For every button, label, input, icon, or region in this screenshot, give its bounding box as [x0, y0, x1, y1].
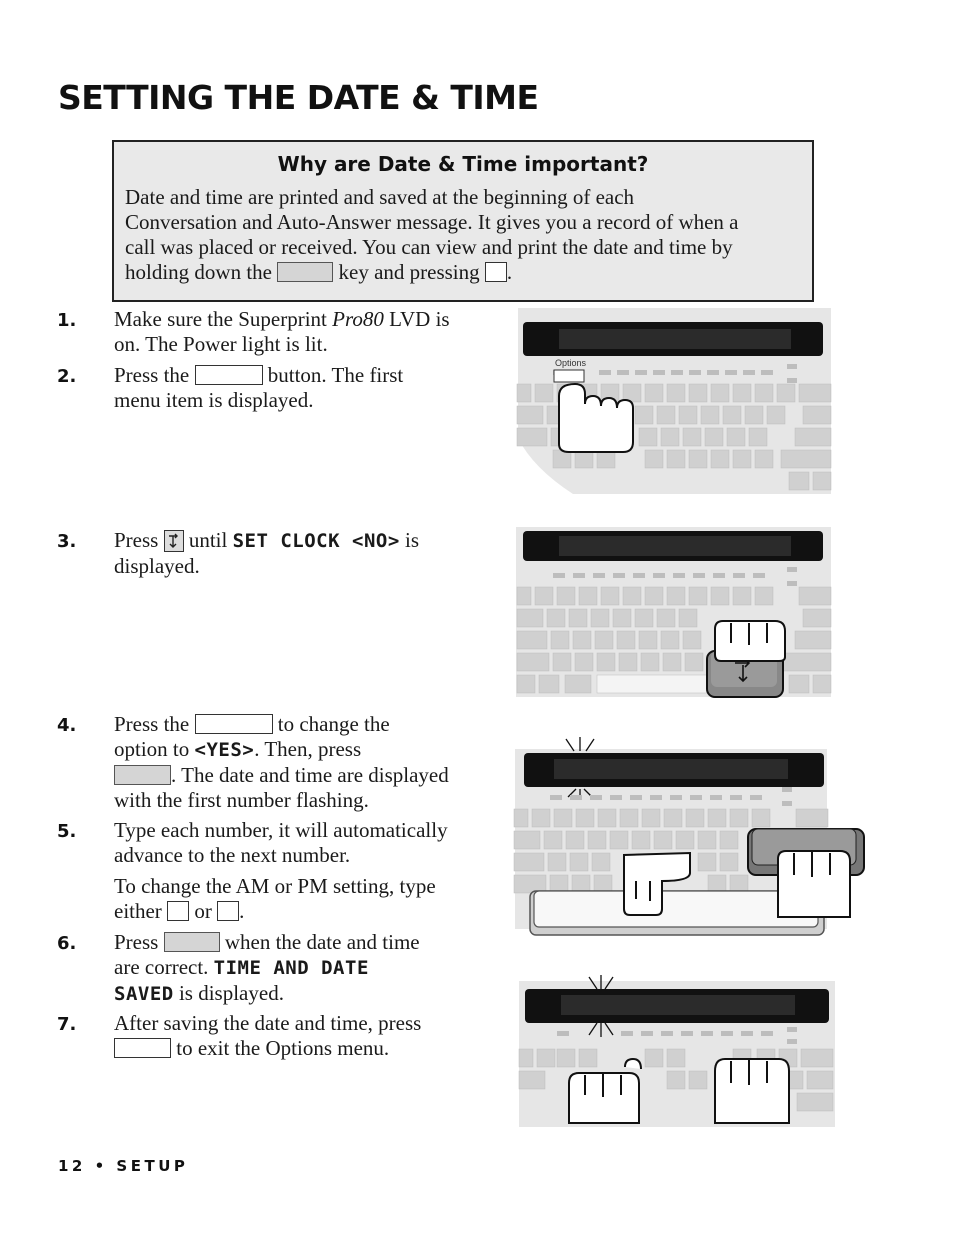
step-number: 6.: [57, 933, 77, 954]
step-line: Press when the date and time: [114, 930, 482, 955]
step-number: 7.: [57, 1014, 77, 1035]
key-placeholder: [217, 901, 240, 921]
step-line: advance to the next number.: [114, 843, 351, 867]
keyboard-figure-scroll: [513, 527, 835, 702]
step-6-text: Press when the date and time are correct…: [114, 930, 482, 1007]
step-line: Press the to change the: [114, 712, 482, 737]
step-line: to exit the Options menu.: [114, 1036, 482, 1061]
step-line: Type each number, it will automatically: [114, 818, 448, 842]
step-line: menu item is displayed.: [114, 388, 314, 412]
step-line: with the first number flashing.: [114, 788, 369, 812]
step-line: on. The Power light is lit.: [114, 332, 328, 356]
step-line: either or .: [114, 899, 482, 924]
callout-body: Date and time are printed and saved at t…: [125, 185, 805, 285]
step-text-fragment: LVD is: [383, 307, 450, 331]
step-line: . The date and time are displayed: [114, 763, 482, 788]
step-number: 1.: [57, 310, 77, 331]
step-text-fragment: is displayed.: [178, 981, 284, 1005]
key-placeholder: [114, 1038, 171, 1058]
lcd-message: SET CLOCK <NO>: [232, 530, 400, 552]
step-text-fragment: to change the: [277, 712, 390, 736]
lcd-message: SAVED: [114, 983, 174, 1005]
key-placeholder: [277, 262, 334, 282]
callout-text: key and pressing: [338, 260, 480, 284]
step-text-fragment: or: [194, 899, 212, 923]
key-placeholder: [194, 365, 263, 385]
step-text-fragment: is: [405, 528, 420, 552]
step-number: 5.: [57, 821, 77, 842]
keyboard-figure-exit: [517, 975, 837, 1127]
lcd-message: <YES>: [194, 739, 255, 761]
page-footer: 12 • SETUP: [58, 1157, 189, 1175]
callout-line: call was placed or received. You can vie…: [125, 235, 733, 259]
step-number: 3.: [57, 531, 77, 552]
scroll-key-icon: [163, 530, 184, 552]
step-text-fragment: when the date and time: [224, 930, 420, 954]
step-line: Press the button. The first: [114, 363, 482, 388]
step-2-text: Press the button. The first menu item is…: [114, 363, 482, 413]
step-line: After saving the date and time, press: [114, 1011, 422, 1035]
step-line: To change the AM or PM setting, type: [114, 874, 436, 898]
callout-line: Conversation and Auto-Answer message. It…: [125, 210, 739, 234]
key-placeholder: [194, 714, 273, 734]
step-1-text: Make sure the Superprint Pro80 LVD is on…: [114, 307, 482, 357]
step-text-fragment: Press: [114, 528, 159, 552]
step-7-text: After saving the date and time, press to…: [114, 1011, 482, 1061]
step-text-fragment: . The date and time are displayed: [171, 763, 449, 787]
key-placeholder: [167, 901, 190, 921]
step-text-fragment: are correct.: [114, 955, 209, 979]
step-number: 2.: [57, 366, 77, 387]
key-placeholder: [484, 262, 507, 282]
callout-line: Date and time are printed and saved at t…: [125, 185, 635, 209]
step-text-fragment: until: [188, 528, 228, 552]
step-text-fragment: option to: [114, 737, 190, 761]
step-line: Press until SET CLOCK <NO> is: [114, 528, 482, 554]
key-placeholder: [114, 765, 171, 785]
step-5-text: Type each number, it will automatically …: [114, 818, 482, 924]
options-key-label: Options: [555, 358, 587, 368]
keyboard-figure-enter: [510, 733, 866, 939]
callout-text: .: [506, 260, 513, 284]
key-placeholder: [163, 932, 220, 952]
callout-box: Why are Date & Time important? Date and …: [112, 140, 814, 302]
product-name: Pro80: [332, 307, 384, 331]
step-text-fragment: Press: [114, 930, 159, 954]
step-text-fragment: .: [239, 899, 245, 923]
step-text-fragment: either: [114, 899, 162, 923]
step-text-fragment: Press the: [114, 363, 190, 387]
step-number: 4.: [57, 715, 77, 736]
page-title: SETTING THE DATE & TIME: [58, 78, 539, 117]
step-text-fragment: button. The first: [267, 363, 404, 387]
step-line: SAVED is displayed.: [114, 981, 482, 1007]
step-line: option to <YES>. Then, press: [114, 737, 482, 763]
step-3-text: Press until SET CLOCK <NO> is displayed.: [114, 528, 482, 579]
callout-line: holding down the key and pressing .: [125, 260, 805, 285]
step-4-text: Press the to change the option to <YES>.…: [114, 712, 482, 813]
keyboard-figure-options: Options: [513, 308, 835, 494]
step-line: are correct. TIME AND DATE: [114, 955, 482, 981]
step-line: displayed.: [114, 554, 200, 578]
step-text-fragment: Make sure the Superprint: [114, 307, 333, 331]
callout-heading: Why are Date & Time important?: [277, 152, 649, 176]
step-line: Make sure the Superprint Pro80 LVD is: [114, 307, 482, 332]
lcd-message: TIME AND DATE: [213, 957, 369, 979]
step-text-fragment: Press the: [114, 712, 190, 736]
step-text-fragment: to exit the Options menu.: [176, 1036, 390, 1060]
step-text-fragment: . Then, press: [254, 737, 362, 761]
callout-text: holding down the: [125, 260, 272, 284]
